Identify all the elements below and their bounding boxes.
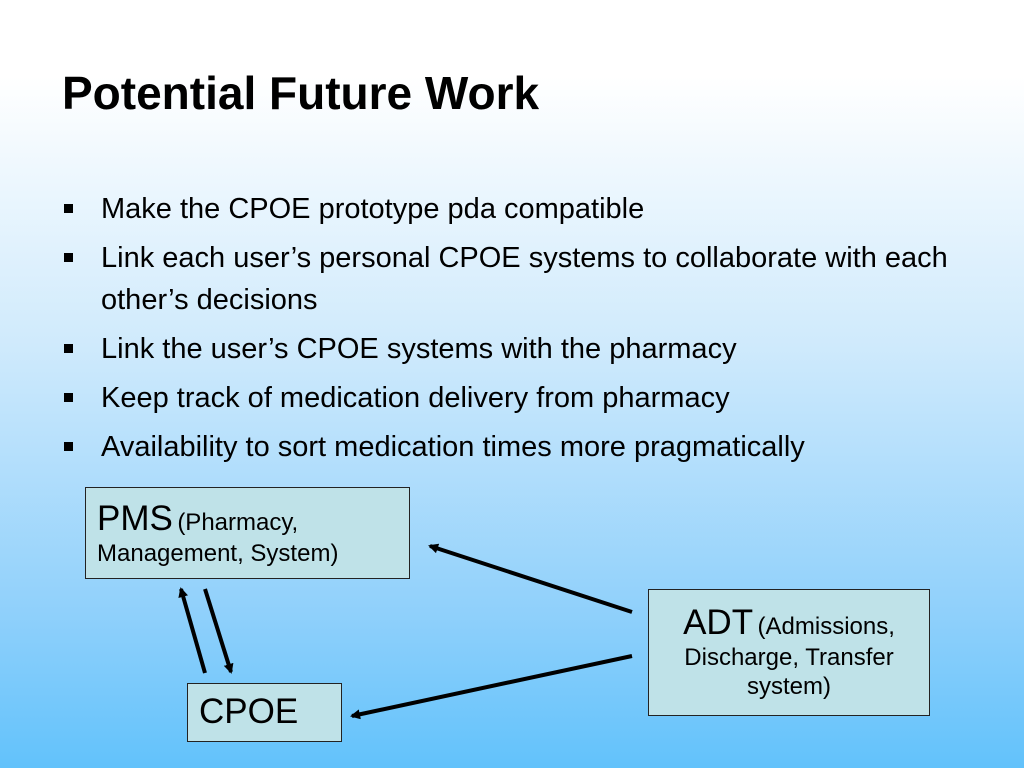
pms-node: PMS (Pharmacy, Management, System) (85, 487, 410, 579)
bullet-item: Availability to sort medication times mo… (62, 426, 982, 468)
bullet-text: Link the user’s CPOE systems with the ph… (101, 333, 737, 365)
bullet-list: Make the CPOE prototype pda compatible L… (62, 188, 982, 475)
bullet-item: Keep track of medication delivery from p… (62, 377, 982, 419)
square-bullet-icon (64, 442, 73, 451)
bullet-text: Keep track of medication delivery from p… (101, 382, 730, 414)
adt-abbr: ADT (683, 603, 754, 642)
square-bullet-icon (64, 344, 73, 353)
bullet-item: Link each user’s personal CPOE systems t… (62, 237, 982, 321)
arrow-cpoe-to-pms (178, 587, 207, 674)
bullet-text: Availability to sort medication times mo… (101, 431, 805, 463)
bullet-item: Make the CPOE prototype pda compatible (62, 188, 982, 230)
pms-abbr: PMS (97, 499, 173, 538)
pms-description: (Pharmacy, Management, System) (97, 509, 339, 567)
cpoe-node: CPOE (187, 683, 342, 742)
cpoe-abbr: CPOE (199, 692, 299, 731)
bullet-text: Link each user’s personal CPOE systems t… (101, 242, 948, 316)
square-bullet-icon (64, 204, 73, 213)
bullet-item: Link the user’s CPOE systems with the ph… (62, 328, 982, 370)
square-bullet-icon (64, 253, 73, 262)
adt-description: (Admissions, Discharge, Transfer system) (684, 613, 895, 700)
adt-node: ADT (Admissions, Discharge, Transfer sys… (648, 589, 930, 716)
arrow-pms-to-cpoe (203, 588, 234, 674)
bullet-text: Make the CPOE prototype pda compatible (101, 193, 645, 225)
slide-title: Potential Future Work (62, 67, 540, 119)
arrow-adt-to-cpoe (350, 654, 633, 720)
square-bullet-icon (64, 393, 73, 402)
arrow-adt-to-pms (428, 543, 633, 614)
